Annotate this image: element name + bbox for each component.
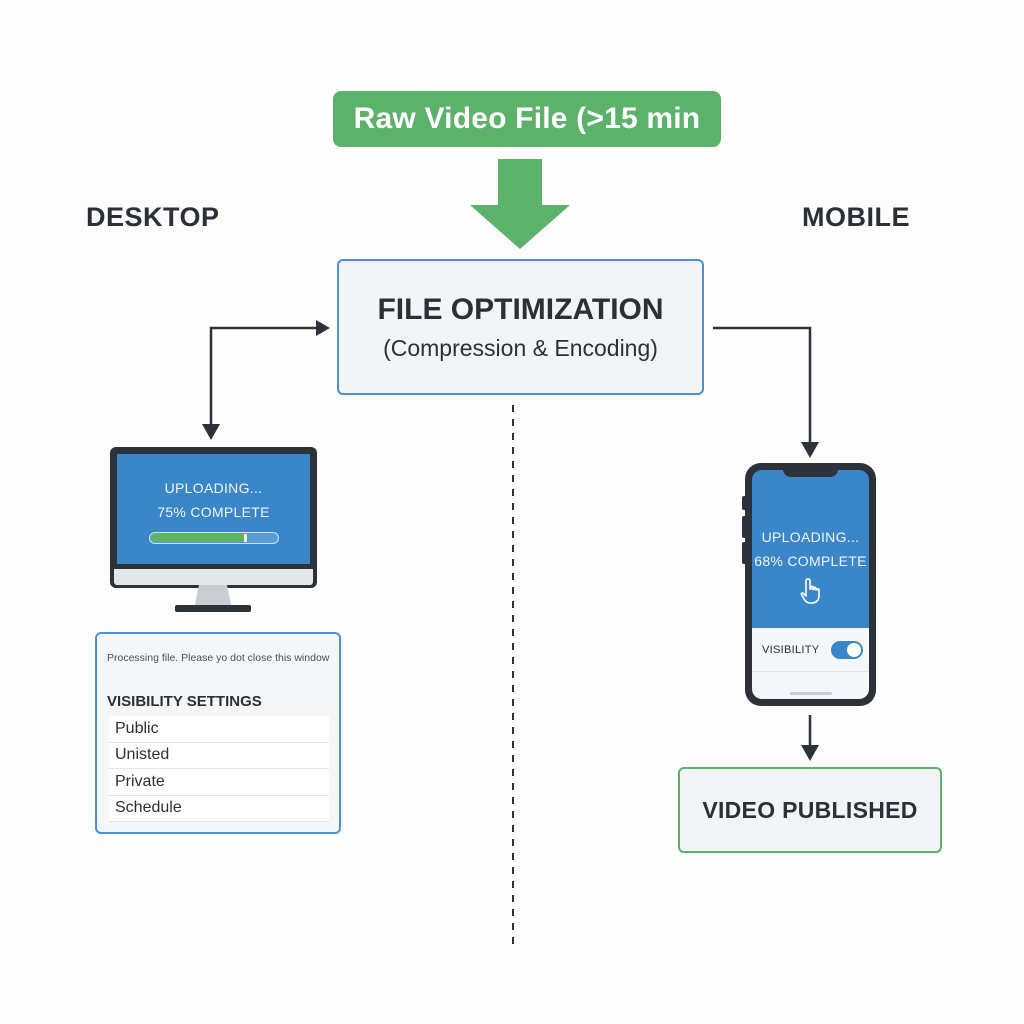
phone-screen: UPLOADING... 68% COMPLETE [752, 470, 869, 628]
arrow-down-icon [202, 424, 220, 440]
toggle-knob [847, 642, 861, 657]
home-indicator [790, 692, 832, 695]
mobile-upload-status: UPLOADING... [761, 529, 860, 545]
desktop-upload-status: UPLOADING... [164, 480, 263, 496]
desktop-heading: DESKTOP [86, 202, 220, 232]
option-private[interactable]: Private [109, 769, 329, 796]
visibility-options-list: Public Unisted Private Schedule [109, 716, 329, 822]
optimization-subtitle: (Compression & Encoding) [383, 334, 658, 361]
optimization-title: FILE OPTIMIZATION [377, 292, 664, 326]
desktop-progress-bar [148, 532, 279, 544]
phone-side-button [742, 516, 747, 538]
visibility-row: VISIBILITY [752, 628, 869, 672]
phone-notch [783, 463, 838, 477]
desktop-progress-label: 75% COMPLETE [157, 504, 270, 520]
visibility-label: VISIBILITY [762, 643, 820, 656]
down-arrow-icon [470, 159, 570, 249]
arrow-down-icon [801, 745, 819, 761]
mobile-heading: MOBILE [802, 202, 910, 232]
visibility-settings-title: VISIBILITY SETTINGS [107, 693, 262, 710]
phone-side-button [742, 542, 747, 564]
monitor-chin [114, 569, 313, 585]
arrow-right-icon [316, 320, 330, 336]
option-unlisted[interactable]: Unisted [109, 742, 329, 769]
option-public[interactable]: Public [109, 716, 329, 743]
monitor-screen: UPLOADING... 75% COMPLETE [117, 454, 310, 564]
phone-side-button [742, 496, 747, 510]
desktop-connector [209, 326, 318, 428]
mobile-connector [713, 326, 812, 444]
mobile-progress-label: 68% COMPLETE [754, 553, 867, 569]
raw-video-file-label: Raw Video File (>15 min [333, 91, 721, 147]
monitor-stand-icon [175, 585, 251, 612]
hand-pointer-icon [800, 578, 820, 604]
visibility-toggle[interactable] [831, 640, 863, 659]
visibility-settings-panel: Processing file. Please yo dot close thi… [95, 632, 341, 834]
processing-message: Processing file. Please yo dot close thi… [107, 652, 330, 664]
video-published-box: VIDEO PUBLISHED [678, 767, 942, 853]
option-schedule[interactable]: Schedule [109, 795, 329, 822]
desktop-progress-fill [150, 534, 247, 542]
phone-settings-area: VISIBILITY [752, 628, 869, 699]
file-optimization-box: FILE OPTIMIZATION (Compression & Encodin… [337, 259, 704, 395]
arrow-down-icon [801, 442, 819, 458]
